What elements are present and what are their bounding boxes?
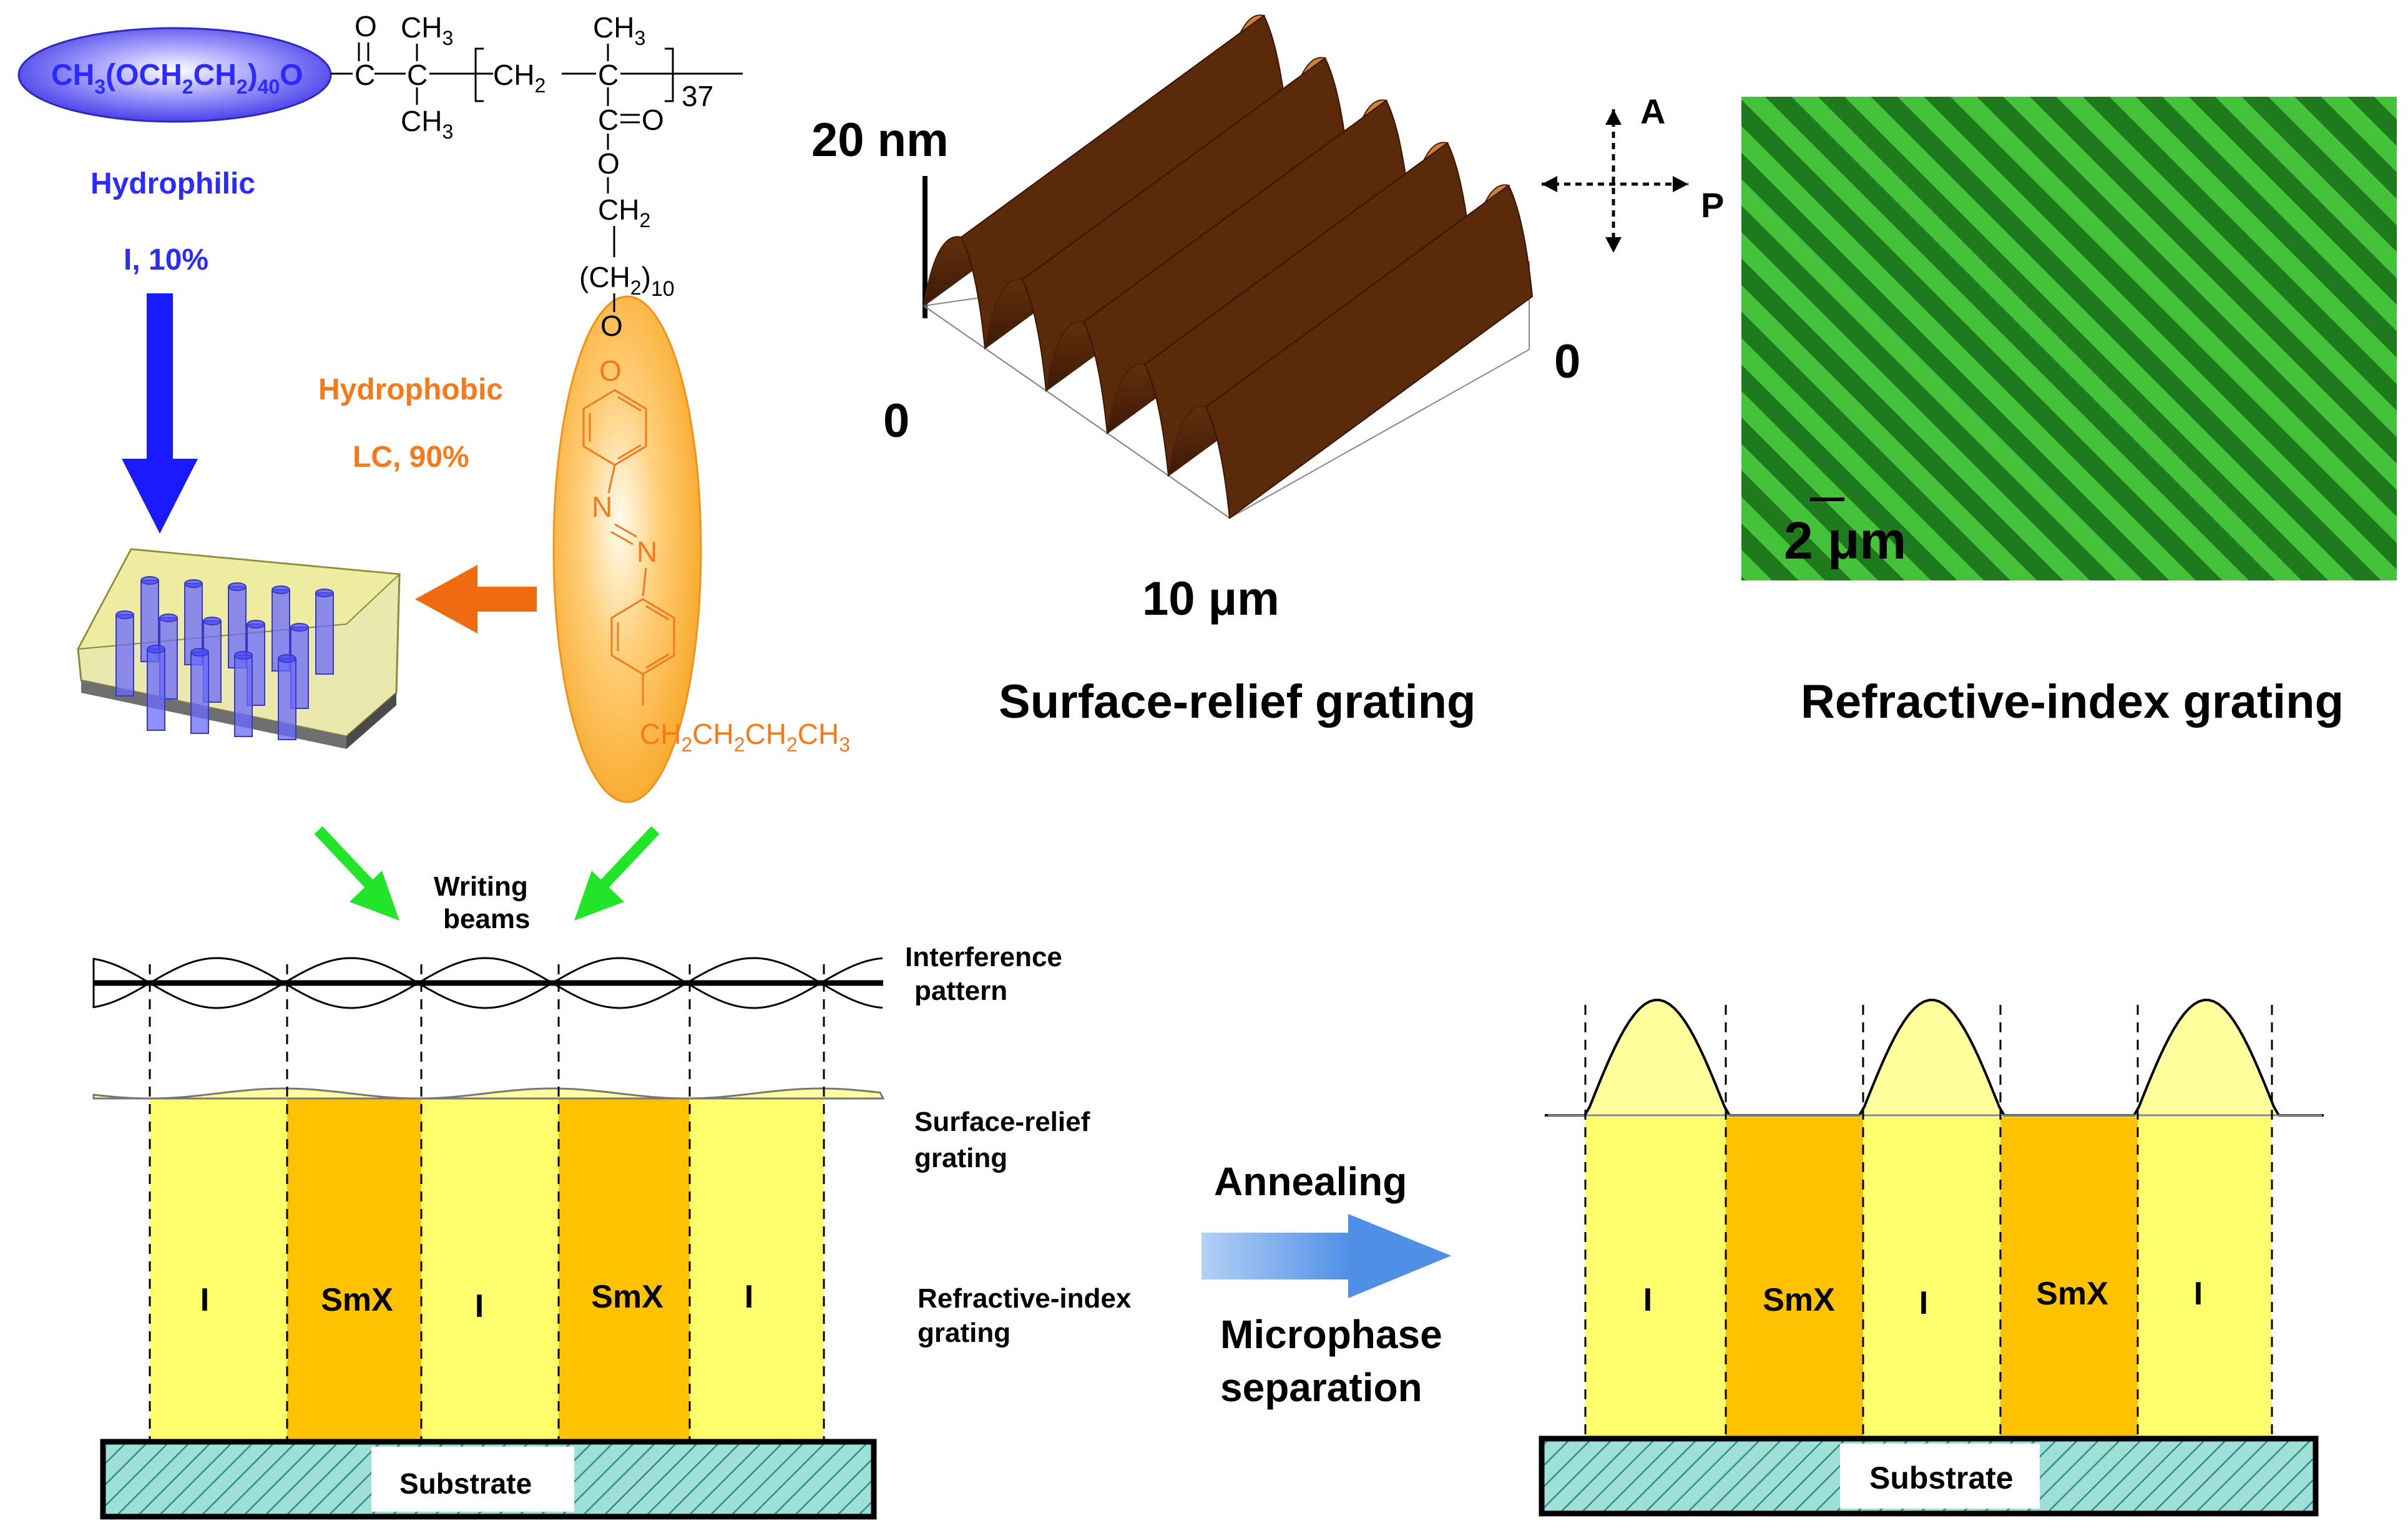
ether-oxygen-ring: O (599, 355, 622, 387)
isotropic-region (150, 1098, 287, 1442)
left-substrate-label: Substrate (399, 1467, 532, 1500)
afm-z-min: 0 (883, 394, 909, 448)
isotropic-region (2138, 1117, 2272, 1439)
pore-cylinder (234, 651, 253, 737)
optical-scale-bar: 2 μm (1784, 511, 1906, 570)
right-substrate-label: Substrate (1869, 1460, 2014, 1495)
orange-left-arrow (415, 565, 537, 633)
isotropic-region (690, 1098, 824, 1442)
afm-y-min: 0 (1554, 335, 1580, 388)
left-cell-label: SmX (591, 1279, 663, 1315)
left-cross-section: Substrate I SmX I SmX I (92, 957, 885, 1520)
polymer-structure: CH3(OCH2CH2)40O O C C CH3 CH3 CH2 C CH3 … (17, 10, 850, 803)
annealing-arrow (1202, 1214, 1451, 1298)
right-cell-label: I (1643, 1282, 1652, 1318)
isotropic-region (1585, 1117, 1726, 1439)
right-cell-label: I (1919, 1285, 1928, 1321)
polarizer-indicator: A P (1542, 92, 1724, 253)
hydrophobic-label: Hydrophobic (318, 373, 503, 406)
afm-x-extent: 10 μm (1142, 572, 1280, 625)
left-cell-label: SmX (321, 1282, 393, 1318)
optical-grating-image: 2 μm (1741, 97, 2397, 580)
repeat-count: 37 (682, 80, 713, 112)
cylinder-block (77, 548, 401, 749)
writing-beams: Writing beams (314, 826, 660, 934)
annealing-label: Annealing (1214, 1159, 1407, 1204)
left-cell-label: I (475, 1288, 484, 1324)
ether-oxygen-top: O (600, 310, 623, 342)
microphase-label-2: separation (1220, 1365, 1422, 1410)
butyl-tail: CH2CH2CH2CH3 (640, 718, 850, 756)
ester-carbon: C (355, 59, 375, 91)
blue-down-arrow (122, 293, 198, 534)
side-ch2: CH2 (598, 193, 650, 232)
isotropic-region (421, 1098, 559, 1442)
spacer: (CH2)10 (579, 261, 675, 301)
right-cross-section: Substrate I SmX I SmX I (1539, 999, 2324, 1517)
quat-carbon: C (407, 59, 428, 91)
pore-cylinder (115, 610, 134, 697)
interference-label-2: pattern (914, 976, 1007, 1006)
side-carbon: C (598, 104, 619, 136)
carbonyl-oxygen: O (355, 10, 377, 42)
afm-z-max: 20 nm (811, 114, 949, 167)
microphase-label-1: Microphase (1220, 1312, 1442, 1357)
surface-relief-label-2: grating (914, 1143, 1007, 1173)
right-cell-label: SmX (1763, 1282, 1835, 1318)
backbone-methyl: CH3 (593, 11, 645, 49)
pore-cylinder (190, 648, 209, 734)
right-cell-label: SmX (2036, 1276, 2108, 1312)
smx-region (559, 1098, 690, 1442)
backbone-ch2: CH2 (493, 59, 546, 97)
surface-relief-label-1: Surface-relief (914, 1107, 1090, 1137)
side-oxygen: O (597, 147, 620, 180)
azo-nitrogen-1: N (592, 491, 612, 523)
hydrophilic-percent: I, 10% (124, 243, 208, 276)
afm-title: Surface-relief grating (999, 675, 1476, 728)
right-cell-label: I (2194, 1276, 2203, 1312)
side-double-oxygen: O (642, 104, 664, 136)
interference-label-1: Interference (905, 942, 1062, 972)
pore-cylinder (278, 654, 296, 740)
analyzer-label: A (1640, 92, 1665, 131)
hydrophobic-percent: LC, 90% (353, 441, 469, 474)
writing-beams-line1: Writing (434, 871, 528, 902)
hydrophilic-label: Hydrophilic (91, 167, 255, 200)
smx-region (287, 1098, 421, 1442)
polarizer-label: P (1701, 185, 1724, 225)
smx-region (2000, 1117, 2138, 1439)
methyl-top: CH3 (401, 11, 453, 49)
left-cell-label: I (200, 1282, 209, 1318)
left-cell-label: I (745, 1279, 753, 1315)
peg-ellipse (17, 27, 332, 123)
isotropic-region (1863, 1117, 2000, 1439)
smx-region (1726, 1117, 1863, 1439)
afm-ridge-shadow (1205, 184, 1534, 519)
refractive-label-1: Refractive-index (918, 1283, 1132, 1314)
optical-title: Refractive-index grating (1801, 675, 2344, 728)
peg-label: CH3(OCH2CH2)40O (51, 59, 303, 98)
azo-nitrogen-2: N (637, 536, 657, 568)
writing-beams-line2: beams (443, 904, 530, 934)
refractive-label-2: grating (918, 1318, 1011, 1348)
pore-cylinder (147, 645, 165, 731)
afm-surface-plot: 20 nm 0 10 μm 0 Surface-relief grating (811, 14, 1580, 728)
methyl-bottom: CH3 (401, 105, 453, 143)
backbone-carbon: C (598, 59, 619, 91)
pore-cylinder (315, 589, 334, 675)
